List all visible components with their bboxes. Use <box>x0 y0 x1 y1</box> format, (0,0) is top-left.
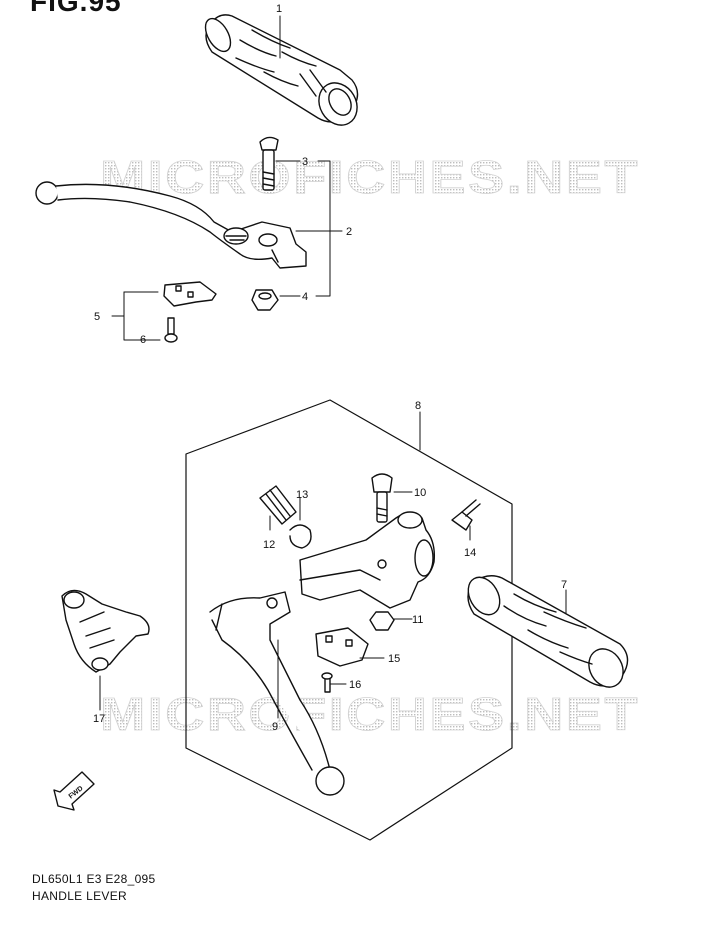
part-nut-4 <box>251 289 279 311</box>
part-right-grip <box>467 575 629 688</box>
callout-6: 6 <box>140 334 146 346</box>
leader-lines-top <box>111 15 343 341</box>
leader-lines-bottom <box>99 411 567 719</box>
callout-14: 14 <box>464 547 476 559</box>
callout-16: 16 <box>349 679 361 691</box>
part-clutch-lever <box>35 181 307 269</box>
callout-8: 8 <box>415 400 421 412</box>
diagram-name: HANDLE LEVER <box>32 889 127 903</box>
callout-15: 15 <box>388 653 400 665</box>
part-brake-lever <box>209 591 345 796</box>
callout-4: 4 <box>302 291 308 303</box>
callout-7: 7 <box>561 579 567 591</box>
part-nut-11 <box>369 611 395 631</box>
part-screw-6 <box>164 317 178 343</box>
callout-2: 2 <box>346 226 352 238</box>
part-adjuster-12 <box>259 485 297 525</box>
watermark-bottom: MICROFICHES.NET <box>100 688 640 740</box>
part-left-grip <box>204 14 359 126</box>
assembly-boundary-8 <box>185 399 513 841</box>
callout-13: 13 <box>296 489 308 501</box>
callout-9: 9 <box>272 721 278 733</box>
callout-12: 12 <box>263 539 275 551</box>
callout-5: 5 <box>94 311 100 323</box>
callout-numbers: 1 2 3 4 5 6 7 8 9 10 11 12 13 14 15 16 1… <box>93 3 567 733</box>
part-brake-switch-15 <box>315 627 369 667</box>
part-throttle-housing-17 <box>61 589 150 673</box>
callout-10: 10 <box>414 487 426 499</box>
part-clutch-switch-5 <box>163 281 217 307</box>
forward-arrow-icon <box>53 771 95 811</box>
watermark-top: MICROFICHES.NET <box>100 151 640 203</box>
part-master-cylinder <box>299 511 436 609</box>
part-bolt-10 <box>371 473 393 523</box>
part-bolt-3 <box>259 136 279 191</box>
callout-1: 1 <box>276 3 282 15</box>
part-bolt-14 <box>451 499 481 531</box>
callout-3: 3 <box>302 156 308 168</box>
figure-title: FIG.95 <box>30 0 122 17</box>
callout-17: 17 <box>93 713 105 725</box>
part-spring-13 <box>289 524 312 549</box>
callout-11: 11 <box>412 614 423 626</box>
part-screw-16 <box>321 672 333 693</box>
diagram-code: DL650L1 E3 E28_095 <box>32 872 156 886</box>
